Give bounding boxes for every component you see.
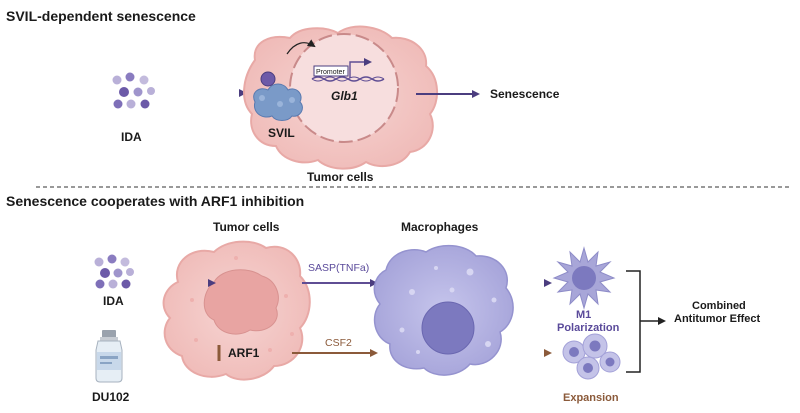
transcription-start-arrow xyxy=(349,58,372,78)
ida-molecules-icon xyxy=(112,72,155,109)
macrophages-header: Macrophages xyxy=(401,220,479,234)
result-line1: Combined xyxy=(692,300,746,312)
tumor-nucleus xyxy=(203,269,279,335)
svil-protein-icon xyxy=(253,71,303,121)
expansion-label: Expansion xyxy=(563,392,619,404)
macrophage-expansion-icon xyxy=(562,333,621,380)
gene-label: Glb1 xyxy=(331,89,358,103)
du102-label: DU102 xyxy=(92,390,130,404)
sasp-label: SASP(TNFa) xyxy=(308,262,369,274)
top-panel-title: SVIL-dependent senescence xyxy=(6,8,196,24)
macrophage-vesicles xyxy=(399,266,497,354)
macrophage-nucleus xyxy=(421,301,475,355)
top-tumor-cells-label: Tumor cells xyxy=(307,170,374,184)
m1-label: M1 xyxy=(576,309,591,321)
result-line2: Antitumor Effect xyxy=(674,313,761,325)
tumor-cells-header: Tumor cells xyxy=(213,220,280,234)
promoter-label: Promoter xyxy=(316,69,345,76)
csf2-label: CSF2 xyxy=(325,337,352,349)
combine-bracket xyxy=(626,270,641,373)
m1-macrophage-icon xyxy=(552,246,616,310)
ida-molecules-icon-bottom xyxy=(94,254,134,289)
bottom-ida-label: IDA xyxy=(103,294,124,308)
promoter-box xyxy=(313,65,349,77)
dna-strand-2 xyxy=(311,76,385,82)
senescence-label: Senescence xyxy=(490,87,560,101)
arf1-label: ARF1 xyxy=(228,346,260,360)
top-ida-label: IDA xyxy=(121,130,142,144)
bottom-panel-title: Senescence cooperates with ARF1 inhibiti… xyxy=(6,193,304,209)
polarization-label: Polarization xyxy=(557,322,620,334)
tumor-vesicles xyxy=(190,256,294,352)
nucleus xyxy=(289,33,399,143)
svil-label: SVIL xyxy=(268,126,295,140)
svil-to-promoter-arrow xyxy=(286,39,316,55)
du102-vial-icon xyxy=(95,330,123,383)
